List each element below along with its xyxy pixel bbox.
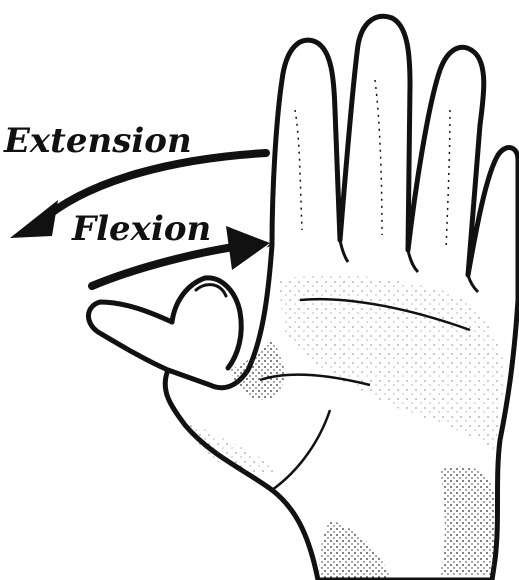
flexion-label: Flexion bbox=[71, 209, 211, 249]
extension-label: Extension bbox=[3, 121, 192, 161]
